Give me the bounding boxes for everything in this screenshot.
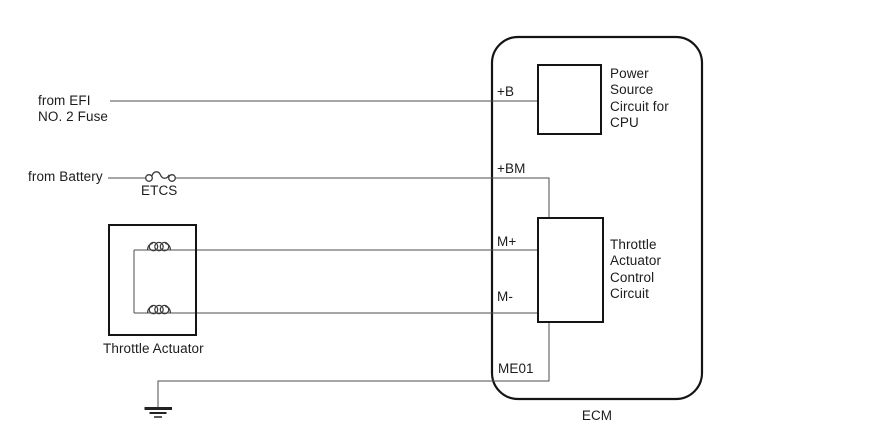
label-from-efi-fuse: from EFI NO. 2 Fuse	[38, 93, 109, 125]
ground-icon	[144, 407, 172, 418]
throttle-actuator-box	[108, 224, 197, 336]
label-ecm: ECM	[581, 408, 613, 423]
power-source-circuit-box	[537, 64, 602, 135]
terminal-m-minus: M-	[497, 289, 513, 304]
label-from-battery: from Battery	[28, 169, 103, 184]
terminal-plus-b: +B	[497, 84, 515, 99]
ecm-enclosure	[490, 35, 704, 401]
label-etcs-fuse: ETCS	[141, 183, 178, 198]
throttle-control-circuit-box	[537, 217, 604, 323]
fuse-icon	[145, 171, 176, 182]
terminal-m-plus: M+	[497, 234, 517, 249]
wire-fuse-to-plus-bm	[175, 177, 550, 218]
label-power-source-circuit: Power Source Circuit for CPU	[610, 66, 669, 131]
wire-me01-to-ground	[157, 322, 550, 407]
wires-group	[108, 100, 550, 407]
terminal-me01: ME01	[498, 361, 534, 376]
label-throttle-actuator: Throttle Actuator	[103, 341, 204, 356]
label-throttle-control-circuit: Throttle Actuator Control Circuit	[610, 237, 662, 302]
terminal-plus-bm: +BM	[497, 161, 526, 176]
